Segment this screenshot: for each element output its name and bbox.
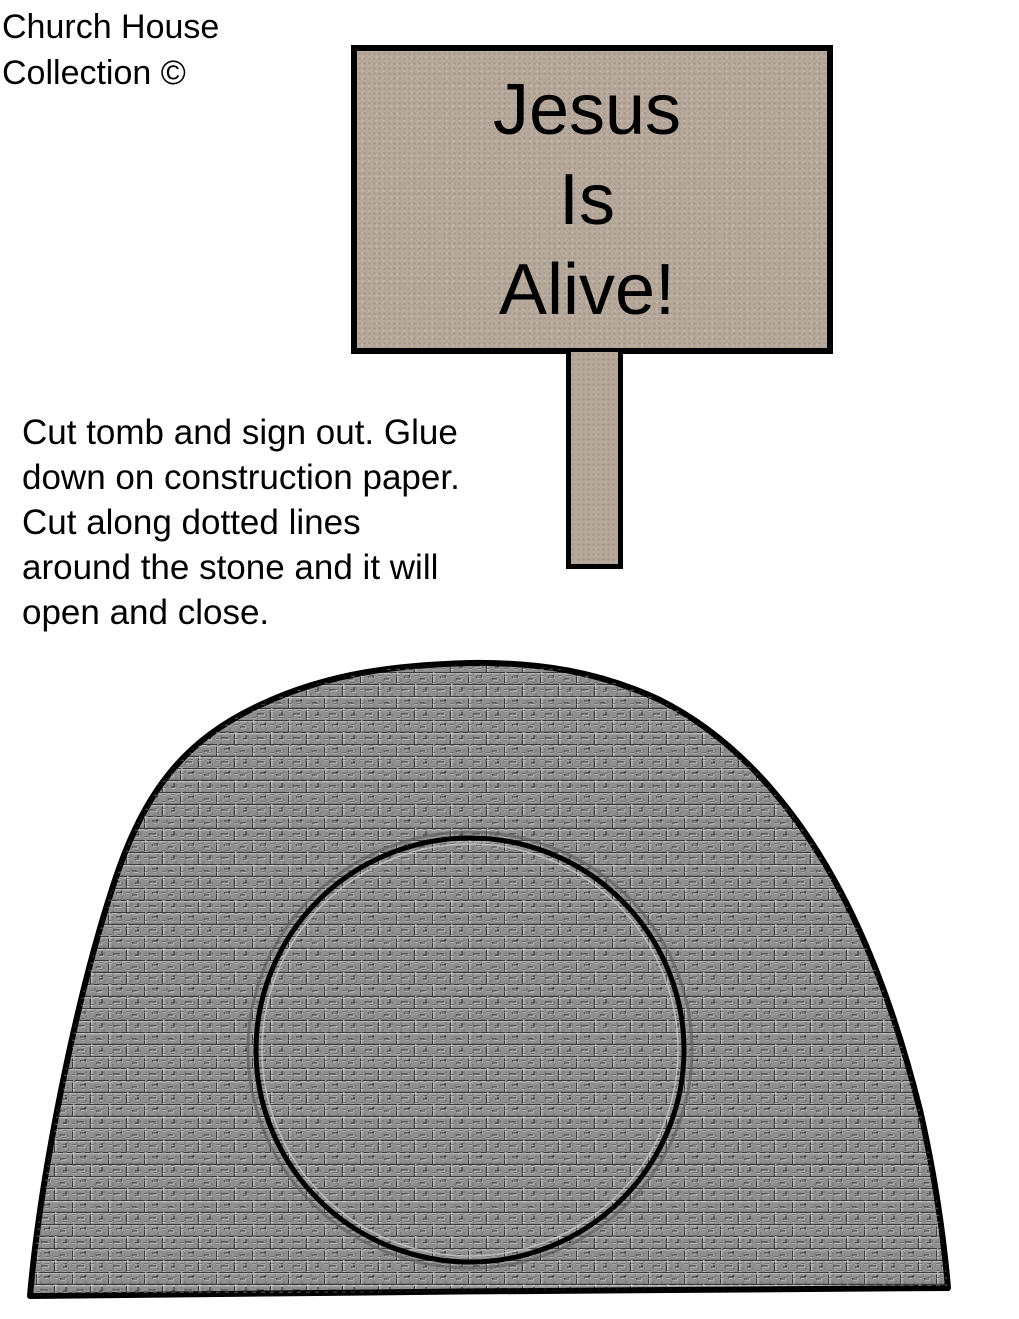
- tomb-rock-texture: [30, 662, 948, 1296]
- instruction-line-1: Cut tomb and sign out. Glue: [22, 413, 458, 452]
- sign-line-1: Jesus: [492, 69, 682, 150]
- instruction-line-4: around the stone and it will: [22, 548, 439, 587]
- instructions: Cut tomb and sign out. Glue down on cons…: [22, 410, 542, 635]
- sign-line-3: Alive!: [498, 249, 676, 330]
- instruction-line-2: down on construction paper.: [22, 458, 460, 497]
- sign-line-2: Is: [558, 159, 615, 240]
- tomb-stone-circle: [253, 835, 687, 1265]
- tomb-illustration: [27, 659, 951, 1299]
- instruction-line-5: open and close.: [22, 593, 270, 632]
- sign-post: [566, 352, 623, 569]
- sign-board: Jesus Is Alive!: [351, 45, 833, 354]
- credit-line-2: Collection ©: [2, 54, 186, 92]
- credit-line-1: Church House: [2, 8, 220, 46]
- instruction-line-3: Cut along dotted lines: [22, 503, 361, 542]
- tomb-stone-shadow: [246, 830, 694, 1270]
- copyright-credit: Church House Collection ©: [2, 4, 219, 96]
- tomb-stone-highlight: [261, 843, 679, 1257]
